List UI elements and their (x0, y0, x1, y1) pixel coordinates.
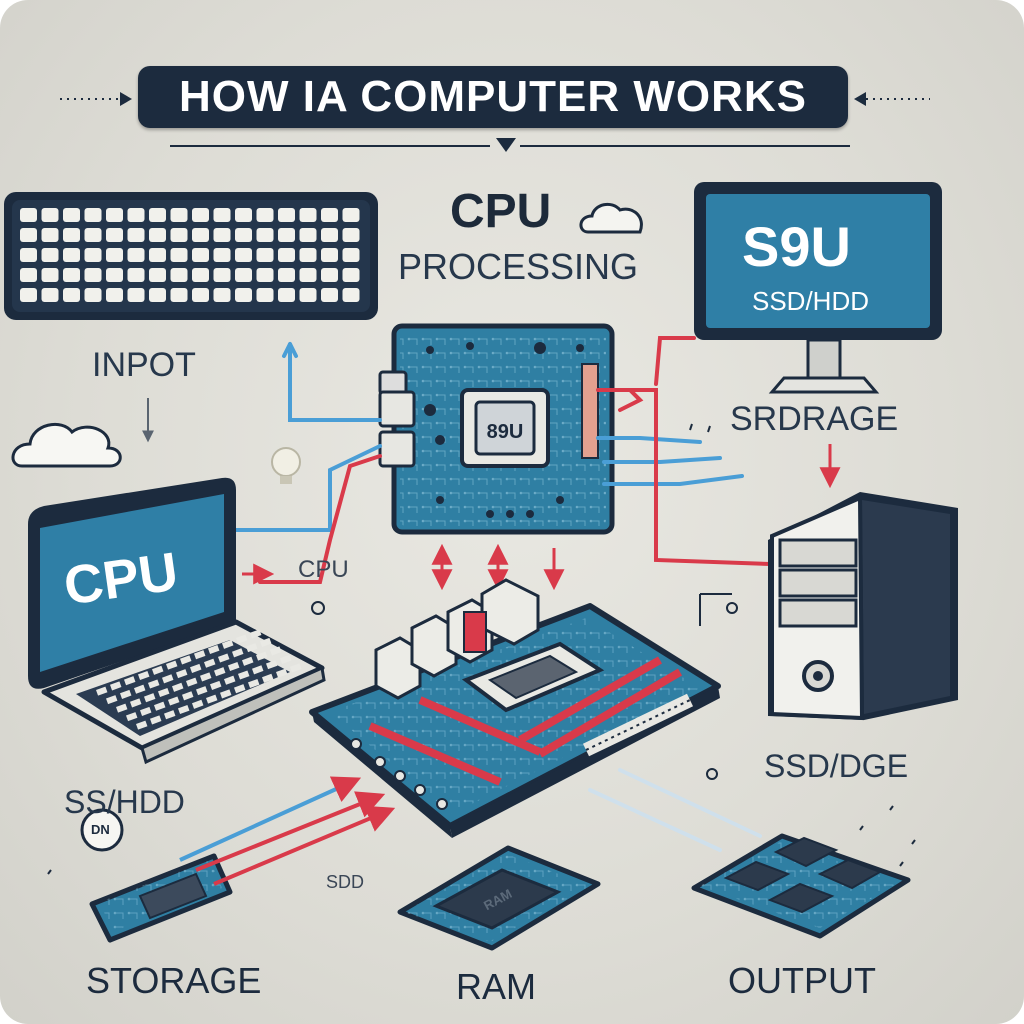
processing-label: PROCESSING (398, 246, 639, 287)
keyboard-icon (4, 192, 378, 320)
ram-module-icon: RAM (397, 845, 601, 951)
arrows-board-to-motherboard (431, 543, 565, 591)
cpu-small-label: CPU (298, 556, 349, 583)
disk-icon (80, 808, 124, 852)
cpu-board-icon: 89U (378, 323, 615, 535)
decorative-ticks (47, 423, 916, 875)
location-pin-icon (311, 601, 738, 780)
output-cables (588, 768, 762, 852)
monitor-small-text: SSD/HDD (752, 286, 870, 316)
ssd-icon (89, 853, 233, 943)
pc-tower-icon (768, 492, 958, 721)
disk-icon-label: DN (91, 822, 110, 837)
monitor-big-text: S9U (742, 215, 851, 278)
output-label: OUTPUT (728, 960, 876, 1001)
title-ornament-left (60, 92, 132, 106)
title-ornament-right (854, 92, 930, 106)
title-underline (170, 138, 850, 152)
cloud-icon-left (11, 422, 122, 468)
left-hdd-label: SS/HDD (64, 784, 185, 820)
title-banner: HOW IA COMPUTER WORKS (138, 66, 848, 128)
output-card-icon (691, 833, 911, 939)
svg-text:89U: 89U (487, 421, 524, 443)
input-label: INPOT (92, 346, 196, 384)
ram-label: RAM (456, 966, 536, 1007)
ssd-small-label: SDD (326, 872, 365, 892)
cloud-icon (579, 202, 643, 234)
storage-top-label: SRDRAGE (730, 400, 899, 438)
tower-caption: SSD/DGE (764, 748, 909, 784)
motherboard-icon (309, 578, 721, 838)
flow-lines (234, 336, 772, 584)
page-title: HOW IA COMPUTER WORKS (179, 72, 807, 121)
storage-bottom-label: STORAGE (86, 960, 262, 1001)
lightbulb-icon (271, 447, 301, 484)
cpu-heading: CPU (450, 185, 552, 238)
monitor-icon (694, 182, 942, 394)
ssd-cables (179, 776, 396, 886)
laptop-icon (28, 477, 326, 765)
